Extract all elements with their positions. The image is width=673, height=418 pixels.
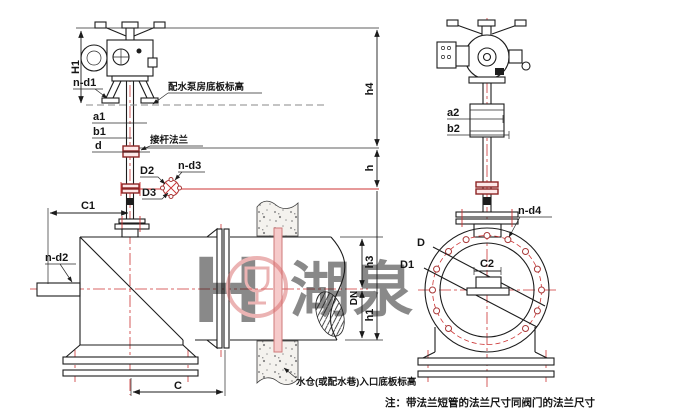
reference-lines xyxy=(47,27,383,396)
handwheel-hub-right xyxy=(477,19,496,27)
dim-label-b2: b2 xyxy=(447,123,460,135)
dim-label-h1: h1 xyxy=(364,309,376,322)
expansion-flange-right-bar2 xyxy=(475,188,499,195)
top-flange-bar2 xyxy=(455,218,519,225)
yoke-legs xyxy=(105,80,155,99)
motor-right xyxy=(436,41,457,69)
stem-bracket xyxy=(469,103,505,138)
dim-label-C2: C2 xyxy=(480,258,494,270)
dim-label-D2: D2 xyxy=(140,165,154,177)
handwheel-hub xyxy=(121,21,139,29)
dim-label-C: C xyxy=(174,380,182,392)
watermark-circle-logo xyxy=(226,256,288,318)
dim-label-n-d2: n-d2 xyxy=(45,252,68,264)
expansion-flange-bar1 xyxy=(121,183,140,189)
stem-coupling-right xyxy=(483,197,491,205)
dim-label-C1: C1 xyxy=(81,200,95,212)
break-hatch-leaf xyxy=(315,291,345,337)
footnote: 注：带法兰短管的法兰尺寸同阀门的法兰尺寸 xyxy=(385,396,595,409)
dim-label-a1: a1 xyxy=(93,111,105,123)
bonnet-flange-bar2 xyxy=(114,223,150,230)
dim-label-b1: b1 xyxy=(93,126,106,138)
rod-flange-bar1 xyxy=(122,145,140,152)
expansion-flange-right-bar1 xyxy=(475,181,499,188)
dim-label-h4: h4 xyxy=(364,82,376,96)
watermark-brand: 湖泉 xyxy=(290,257,416,324)
right-actuator xyxy=(436,19,531,84)
expansion-flange-bar2 xyxy=(121,188,140,194)
watermark: H 湖泉 xyxy=(193,237,416,343)
inlet-stub-pipe xyxy=(36,282,81,297)
dim-label-DN: DN xyxy=(349,291,360,305)
right-reference-lines xyxy=(447,115,510,139)
top-flange-bar1 xyxy=(455,211,519,218)
rod-flange-bar2 xyxy=(122,151,140,158)
right-base-bar1 xyxy=(417,357,555,366)
actuator-base-plate-right xyxy=(468,76,506,84)
pump-floor-note: 配水泵房底板标高 xyxy=(168,81,245,93)
actuator-base-plate xyxy=(111,75,149,82)
base-flange-bar2 xyxy=(62,369,199,377)
dim-label-D: D xyxy=(417,237,425,249)
wall-lower xyxy=(256,340,299,385)
dim-label-d: d xyxy=(95,140,102,152)
dim-label-a2: a2 xyxy=(447,107,459,119)
bonnet-neck xyxy=(121,228,139,238)
flange-outer-circle xyxy=(424,227,550,353)
left-actuator xyxy=(80,21,166,104)
dim-label-D1: D1 xyxy=(400,259,414,271)
watermark-goblet-icon xyxy=(244,266,270,305)
gearbox xyxy=(106,39,154,77)
bonnet-flange-bar1 xyxy=(118,218,146,224)
dim-label-n-d3: n-d3 xyxy=(178,160,201,172)
dim-label-D3: D3 xyxy=(142,187,156,199)
base-flange-bar1 xyxy=(62,356,199,365)
weld-gusset-top xyxy=(205,227,218,238)
outlet-flange-bar1 xyxy=(216,228,223,349)
sump-floor-note: 水仓(或配水巷)入口底板标高 xyxy=(296,376,417,388)
labels: H1 n-d1 配水泵房底板标高 a1 b1 接杆法兰 d D2 n-d3 D3… xyxy=(45,60,595,409)
right-base-bar2 xyxy=(417,370,555,378)
diameter-line-D1 xyxy=(423,267,538,328)
right-stem-assembly xyxy=(455,83,519,238)
center-pad-lower xyxy=(466,287,510,296)
stem-coupling xyxy=(127,198,134,205)
dim-label-h3: h3 xyxy=(364,256,376,269)
wall-upper xyxy=(256,200,299,237)
dim-label-H1: H1 xyxy=(70,60,82,74)
leader-lines xyxy=(45,88,552,379)
dim-label-n-d4: n-d4 xyxy=(518,205,542,217)
dim-label-h: h xyxy=(364,164,376,171)
expansion-flange-end-view xyxy=(160,177,182,199)
rod-flange-note: 接杆法兰 xyxy=(150,134,189,146)
center-pad-upper xyxy=(475,276,502,289)
motor xyxy=(80,44,108,72)
valve-end-view xyxy=(417,227,555,378)
wall-puddle-collar xyxy=(273,227,283,353)
yoke-foot-left xyxy=(101,97,120,104)
flange-inner-circle xyxy=(439,242,535,338)
dim-label-n-d1: n-d1 xyxy=(73,77,96,89)
concrete-wall xyxy=(256,200,299,385)
dimension-lines xyxy=(49,29,380,395)
bolt-holes xyxy=(429,232,545,332)
